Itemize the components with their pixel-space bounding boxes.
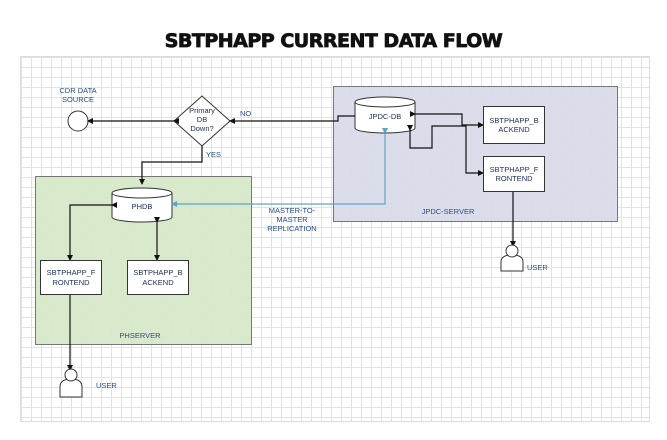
edge-label-no: NO <box>240 109 252 118</box>
decision-label: Primary DB Down? <box>189 106 215 133</box>
ph-backend-label: SBTPHAPP_B ACKEND <box>133 268 183 287</box>
jpdc-server-label: JPDC-SERVER <box>421 207 475 216</box>
jpdc-backend-label: SBTPHAPP_B ACKEND <box>489 115 539 134</box>
diagram-title: SBTPHAPP CURRENT DATA FLOW <box>164 30 503 53</box>
phdb-cylinder <box>111 187 173 223</box>
edge-label-yes: YES <box>206 150 222 159</box>
cdr-source-node <box>67 110 89 132</box>
edge-phdb-frontend <box>67 202 117 261</box>
jpdc-frontend-box: SBTPHAPP_F RONTEND <box>483 156 545 192</box>
phdb-label: PHDB <box>131 202 153 211</box>
ph-frontend-label: SBTPHAPP_F RONTEND <box>46 268 96 287</box>
edge-decision-phdb <box>139 146 203 185</box>
edge-replication <box>171 128 388 207</box>
ph-backend-box: SBTPHAPP_B ACKEND <box>127 260 189 295</box>
edge-jpdcdb-frontend <box>407 125 484 176</box>
left-user-label: USER <box>96 381 117 390</box>
jpdc-db-label: JPDC-DB <box>368 112 402 121</box>
edge-label-replication: MASTER-TO- MASTER REPLICATION <box>267 206 317 233</box>
cdr-source-label: CDR DATA SOURCE <box>59 86 97 104</box>
ph-frontend-box: SBTPHAPP_F RONTEND <box>40 260 102 295</box>
edge-jpdcdb-decision <box>229 115 355 124</box>
right-user-icon <box>500 244 524 272</box>
right-user-label: USER <box>527 263 548 272</box>
edge-jpdcdb-backend <box>410 111 484 128</box>
left-user-icon <box>59 368 83 398</box>
phserver-label: PHSERVER <box>119 331 161 340</box>
jpdc-backend-box: SBTPHAPP_B ACKEND <box>483 106 545 144</box>
jpdc-frontend-label: SBTPHAPP_F RONTEND <box>489 164 539 183</box>
